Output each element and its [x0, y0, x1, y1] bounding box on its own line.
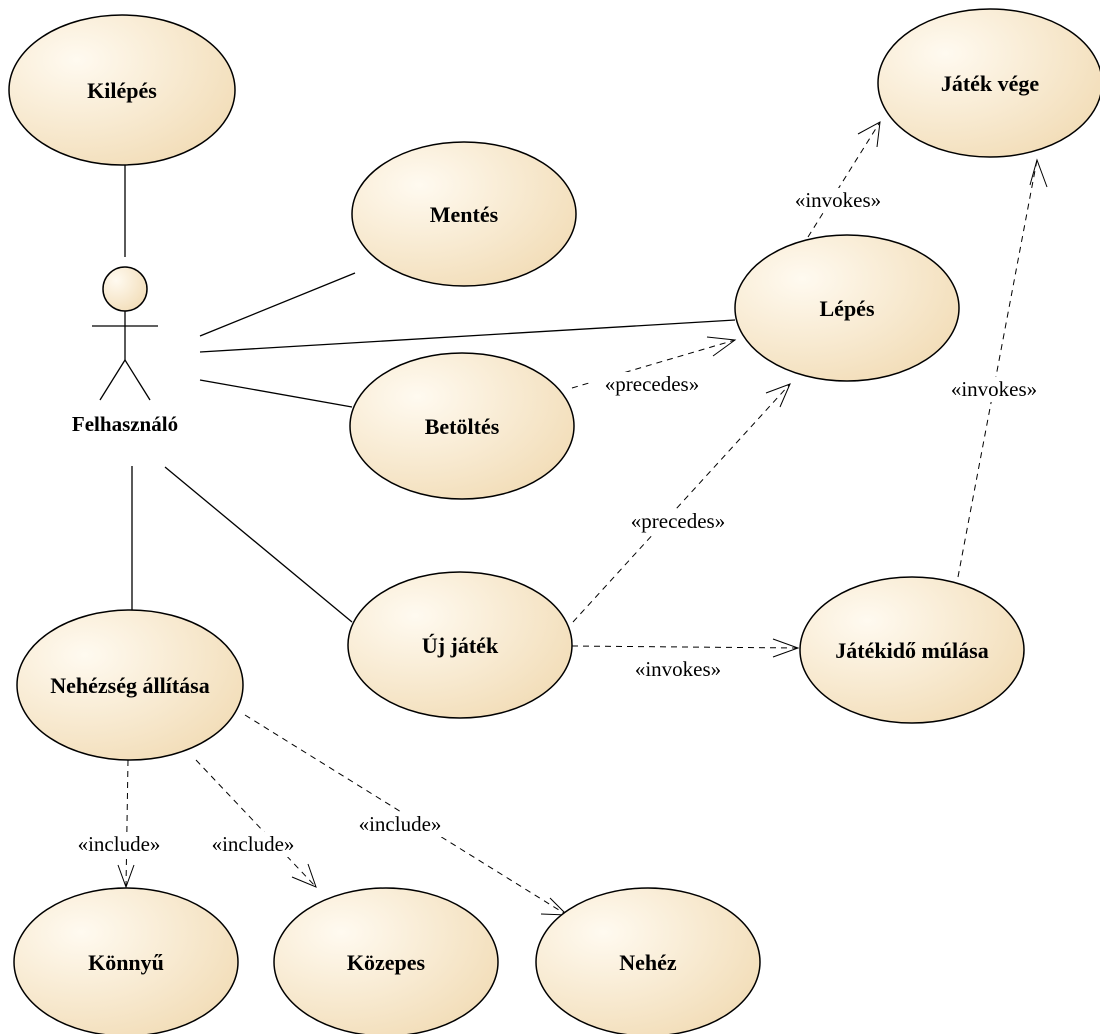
use-case-nehez-shape: [535, 887, 761, 1034]
use-case-lepes-label: Lépés: [820, 296, 875, 321]
label-invokes-lepes-vege: «invokes»: [795, 188, 881, 212]
use-case-betoltes[interactable]: Betöltés: [349, 352, 575, 500]
assoc-betoltes: [199, 379, 353, 408]
use-case-nehezseg[interactable]: Nehézség állítása: [16, 609, 244, 761]
use-case-mentes[interactable]: Mentés: [351, 141, 577, 287]
actor-right-leg: [124, 359, 151, 401]
use-case-kilepes[interactable]: Kilépés: [8, 14, 236, 166]
use-case-konnyu-label: Könnyű: [88, 950, 164, 975]
assoc-lepes: [199, 319, 736, 353]
dep-ido-vege: [957, 159, 1038, 578]
actor-left-leg: [99, 359, 126, 401]
dep-inc-kozepes: [195, 759, 317, 888]
label-invokes-uj-ido: «invokes»: [635, 657, 721, 681]
label-precedes-betolt-lepes: «precedes»: [605, 372, 699, 396]
use-case-kozepes[interactable]: Közepes: [273, 887, 499, 1034]
use-case-nehezseg-shape: [16, 609, 244, 761]
dep-inc-konnyu: [125, 759, 129, 888]
actor-head: [102, 266, 148, 312]
use-case-nehez[interactable]: Nehéz: [535, 887, 761, 1034]
assoc-mentes: [199, 272, 356, 337]
arrowhead-inc-konnyu: [117, 864, 135, 889]
use-case-uj-jatek-label: Új játék: [422, 633, 499, 658]
use-case-kilepes-label: Kilépés: [87, 78, 157, 103]
arrowhead-uj-lepes: [765, 383, 791, 408]
arrowhead-ido-vege: [1029, 158, 1048, 188]
arrowhead-betolt-lepes: [706, 336, 737, 357]
use-case-mentes-shape: [351, 141, 577, 287]
use-case-jatekido[interactable]: Játékidő múlása: [799, 576, 1025, 724]
use-case-kozepes-shape: [273, 887, 499, 1034]
label-include-konnyu: «include»: [78, 832, 161, 856]
label-invokes-ido-vege: «invokes»: [951, 377, 1037, 401]
associations: [124, 165, 736, 623]
use-case-uj-jatek[interactable]: Új játék: [347, 571, 573, 719]
assoc-uj-jatek: [164, 466, 353, 623]
use-case-kozepes-label: Közepes: [347, 950, 426, 975]
label-include-kozepes: «include»: [212, 832, 295, 856]
use-case-lepes[interactable]: Lépés: [734, 234, 960, 382]
use-case-jatekido-shape: [799, 576, 1025, 724]
arrowhead-uj-ido: [772, 638, 800, 658]
dependencies: [117, 121, 1048, 916]
use-case-jatekido-label: Játékidő múlása: [835, 638, 988, 663]
arrowhead-lepes-vege: [857, 121, 881, 148]
use-case-nehezseg-label: Nehézség állítása: [50, 673, 209, 698]
dep-lepes-vege: [807, 121, 881, 238]
use-case-uj-jatek-shape: [347, 571, 573, 719]
use-case-kilepes-shape: [8, 14, 236, 166]
actor-felhasznalo[interactable]: Felhasználó: [72, 266, 178, 436]
use-case-nehez-label: Nehéz: [619, 950, 677, 975]
use-case-betoltes-shape: [349, 352, 575, 500]
use-case-konnyu-shape: [13, 887, 239, 1034]
arrowhead-inc-kozepes: [291, 863, 317, 888]
use-case-mentes-label: Mentés: [430, 202, 499, 227]
use-case-konnyu[interactable]: Könnyű: [13, 887, 239, 1034]
dep-uj-ido: [571, 645, 799, 649]
label-precedes-uj-lepes: «precedes»: [631, 509, 725, 533]
use-case-betoltes-label: Betöltés: [425, 414, 500, 439]
use-case-jatek-vege[interactable]: Játék vége: [877, 8, 1100, 158]
use-case-lepes-shape: [734, 234, 960, 382]
dep-uj-lepes: [572, 383, 791, 623]
use-case-jatek-vege-shape: [877, 8, 1100, 158]
actor-label: Felhasználó: [72, 412, 178, 436]
stereotype-labels: «invokes» «invokes» «invokes» «precedes»…: [68, 188, 1048, 857]
use-case-jatek-vege-label: Játék vége: [941, 71, 1040, 96]
label-include-nehez: «include»: [359, 812, 442, 836]
